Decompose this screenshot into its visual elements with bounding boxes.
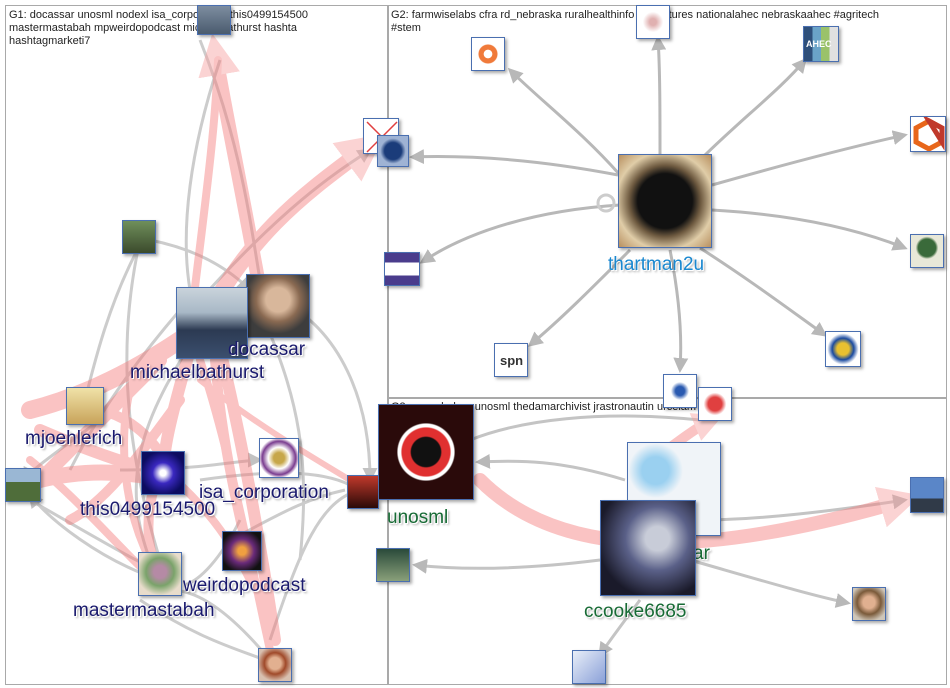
node-urcelam-avatar[interactable] <box>698 387 732 421</box>
node-group-photo-avatar[interactable] <box>5 468 41 502</box>
label-mastermastabah: mastermastabah <box>73 600 215 621</box>
node-ffa-logo[interactable] <box>825 331 861 367</box>
node-nationalahec-logo[interactable] <box>663 374 697 408</box>
node-isa-corporation-avatar[interactable] <box>259 438 299 478</box>
node-mjoehlerich-avatar[interactable] <box>66 387 104 425</box>
label-weirdopodcast: weirdopodcast <box>183 575 306 596</box>
hexagon-logo-icon <box>913 117 945 151</box>
node-hashtagmarketi7-avatar[interactable] <box>197 5 231 35</box>
node-tree-logo[interactable] <box>910 234 944 268</box>
node-unosml-avatar[interactable] <box>378 404 474 500</box>
node-avatar-person[interactable] <box>122 220 156 254</box>
label-ccooke6685: ccooke6685 <box>584 601 687 622</box>
group-title-g2: G2: farmwiselabs cfra rd_nebraska ruralh… <box>391 9 879 34</box>
node-docassar-avatar[interactable] <box>246 274 310 338</box>
label-thartman2u: thartman2u <box>608 254 705 275</box>
node-woman-portrait-avatar[interactable] <box>852 587 886 621</box>
group-title-g1: G1: docassar unosml nodexl isa_corporati… <box>9 9 309 47</box>
node-cfra-logo[interactable] <box>636 5 670 39</box>
node-michaelbathurst-avatar[interactable] <box>176 287 248 359</box>
node-sketch-avatar[interactable] <box>572 650 606 684</box>
node-woman-avatar[interactable] <box>258 648 292 682</box>
label-michaelbathurst: michaelbathurst <box>130 362 265 383</box>
node-small-group-avatar[interactable] <box>376 548 410 582</box>
label-spaceholgar-partial: ar <box>693 543 710 564</box>
node-weirdopodcast-avatar[interactable] <box>222 531 262 571</box>
node-rocket-launch-avatar[interactable] <box>910 477 944 513</box>
node-mastermastabah-avatar[interactable] <box>138 552 182 596</box>
node-unosml-small[interactable] <box>347 475 379 509</box>
node-ccooke6685-avatar[interactable] <box>600 500 696 596</box>
node-rd-nebraska-logo[interactable] <box>910 116 946 152</box>
label-unosml: unosml <box>387 507 449 528</box>
g2-gray-edges <box>409 35 908 373</box>
label-docassar: docassar <box>228 339 306 360</box>
self-loop-marker <box>596 193 616 213</box>
node-this0499154500-avatar[interactable] <box>141 451 185 495</box>
label-isa-corporation: isa_corporation <box>199 482 329 503</box>
node-thartman2u-hub[interactable] <box>618 154 712 248</box>
label-mjoehlerich: mjoehlerich <box>25 428 123 449</box>
node-small-logo-left[interactable] <box>377 135 409 167</box>
label-this0499154500: this0499154500 <box>80 499 216 520</box>
ahec-logo-text: AHEC <box>806 39 832 49</box>
spn-logo-text: spn <box>500 353 524 368</box>
node-farmwiselabs-logo[interactable] <box>471 37 505 71</box>
node-spn-logo[interactable]: spn <box>494 343 528 377</box>
node-ruralfutures-logo[interactable] <box>384 252 420 286</box>
node-ahec-logo[interactable]: AHEC <box>803 26 839 62</box>
